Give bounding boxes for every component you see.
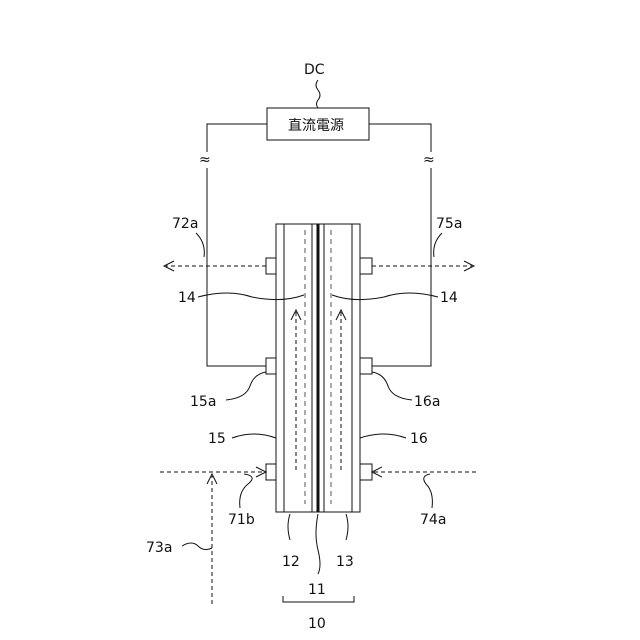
leader-72a: [196, 233, 204, 257]
leader-15: [232, 434, 276, 438]
leader-16: [360, 434, 406, 438]
wire-right-bottom: [372, 168, 431, 366]
leader-14-left: [198, 293, 304, 300]
power-source-label: 直流電源: [288, 117, 344, 134]
label-74a: 74a: [420, 512, 446, 528]
label-15a: 15a: [190, 394, 216, 410]
leader-15a: [226, 372, 266, 400]
leader-12: [288, 514, 290, 540]
label-16: 16: [410, 431, 428, 447]
label-14-right: 14: [440, 290, 458, 306]
port-16a: [360, 358, 372, 374]
label-16a: 16a: [414, 394, 440, 410]
leader-13: [346, 514, 348, 540]
label-73a: 73a: [146, 540, 172, 556]
leader-11: [316, 514, 320, 574]
leader-14-right: [332, 293, 438, 300]
wire-left-top: [207, 124, 267, 152]
label-13: 13: [336, 554, 354, 570]
leader-75a: [434, 233, 442, 257]
label-14-left: 14: [178, 290, 196, 306]
port-71b: [266, 464, 276, 480]
dc-leader: [316, 80, 320, 108]
leader-74a: [424, 474, 433, 508]
label-12: 12: [282, 554, 300, 570]
wire-right-top: [369, 124, 431, 152]
dc-tag: DC: [304, 62, 325, 78]
port-75a: [360, 258, 372, 274]
port-15a: [266, 358, 276, 374]
label-72a: 72a: [172, 216, 198, 232]
break-mark-left: ≈: [199, 152, 211, 168]
break-mark-right: ≈: [423, 152, 435, 168]
label-10: 10: [308, 616, 326, 632]
wire-left-bottom: [207, 168, 266, 366]
leader-73a: [182, 543, 212, 550]
port-74a: [360, 464, 372, 480]
port-72a: [266, 258, 276, 274]
label-15: 15: [208, 431, 226, 447]
label-75a: 75a: [436, 216, 462, 232]
label-11: 11: [308, 582, 326, 598]
label-71b: 71b: [228, 512, 255, 528]
leader-16a: [372, 372, 412, 400]
leader-71b: [240, 474, 253, 508]
